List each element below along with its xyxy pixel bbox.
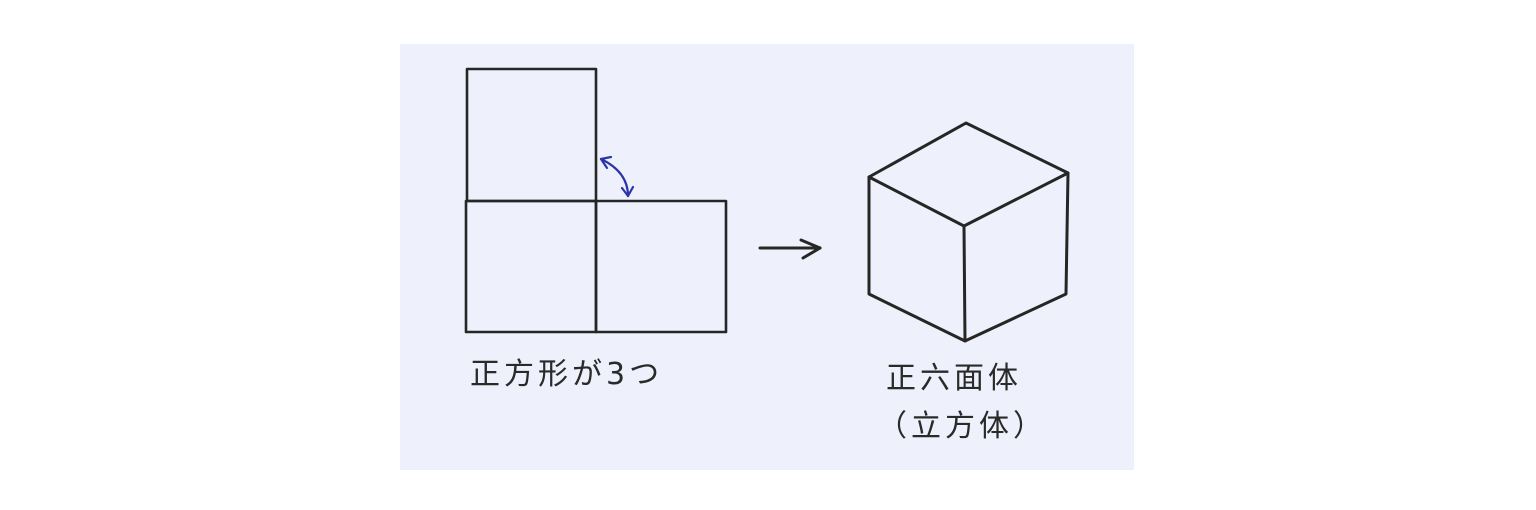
squares-label: 正方形が3つ xyxy=(470,357,664,392)
fold-arrow xyxy=(599,155,635,198)
cube-drawing xyxy=(867,121,1070,343)
net-square-bottom-left xyxy=(464,199,598,334)
net-square-bottom-right xyxy=(594,199,728,334)
net-square-top xyxy=(465,67,598,203)
cube-name-label: 正六面体 xyxy=(886,361,1022,396)
diagram-panel: 正方形が3つ 正六面体 （立方体） xyxy=(400,44,1134,470)
diagram-drawing xyxy=(464,67,1070,343)
square-net xyxy=(464,67,728,334)
right-arrow xyxy=(758,238,822,260)
cube-alt-label: （立方体） xyxy=(877,409,1047,444)
